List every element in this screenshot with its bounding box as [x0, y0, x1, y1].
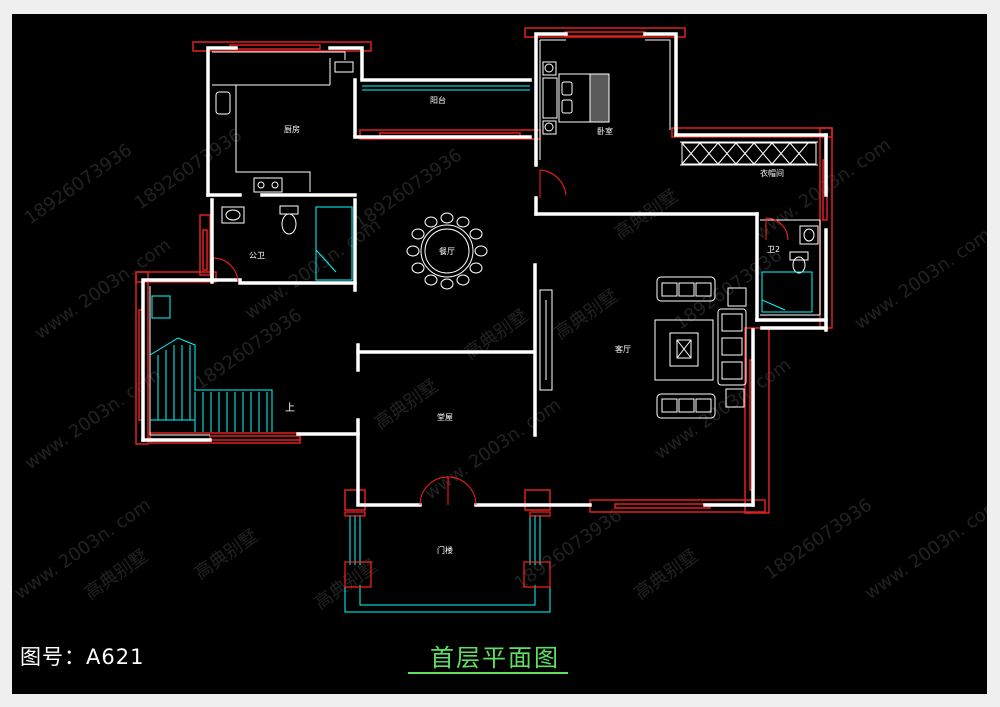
label-cloakroom: 衣帽间 — [760, 168, 784, 178]
watermark-brand: 高典别墅 — [551, 286, 622, 344]
label-bathroom-1: 公卫 — [249, 251, 265, 260]
label-bedroom: 卧室 — [597, 126, 613, 136]
room-labels: 厨房 阳台 卧室 衣帽间 餐厅 公卫 卫2 客厅 堂屋 门楼 上 — [249, 95, 784, 555]
kitchen-counter — [212, 58, 354, 193]
watermark-brand: 高典别墅 — [461, 306, 532, 364]
inner-wall-lines — [149, 39, 821, 436]
label-balcony: 阳台 — [430, 95, 446, 105]
closet-wardrobe — [681, 142, 817, 165]
watermark-site: www. 2003n. com — [651, 355, 795, 465]
floor-plan: 18926073936 18926073936 18926073936 1892… — [12, 27, 987, 614]
balcony-railing — [362, 85, 530, 91]
label-bathroom-2: 卫2 — [767, 245, 780, 254]
dining-table — [406, 212, 488, 290]
watermark-phone: 18926073936 — [511, 505, 626, 594]
label-hall: 堂屋 — [437, 412, 453, 422]
living-furniture — [539, 276, 747, 419]
watermark-phone: 18926073936 — [761, 495, 876, 584]
watermark-site: www. 2003n. com — [31, 235, 175, 345]
watermark-phone: 18926073936 — [21, 140, 136, 229]
watermark-site: www. 2003n. com — [421, 395, 565, 505]
label-stairs-up: 上 — [285, 402, 295, 414]
watermark-brand: 高典别墅 — [631, 546, 702, 604]
staircase — [149, 295, 273, 432]
watermark-brand: 高典别墅 — [191, 526, 262, 584]
watermark-phone: 18926073936 — [131, 125, 246, 214]
label-dining: 餐厅 — [439, 247, 455, 256]
walls — [141, 32, 828, 507]
bed — [542, 61, 610, 135]
label-living: 客厅 — [615, 344, 631, 354]
watermark-brand: 高典别墅 — [371, 376, 442, 434]
bathroom-fixtures — [221, 205, 819, 274]
windows — [135, 27, 833, 514]
porch-structure — [344, 515, 551, 613]
doors — [213, 169, 789, 506]
drawing-title: 首层平面图 — [430, 644, 560, 672]
watermark-site: www. 2003n. com — [861, 495, 987, 605]
watermark-site: www. 2003n. com — [851, 225, 987, 335]
porch-columns — [344, 511, 551, 588]
watermark-site: www. 2003n. com — [241, 215, 385, 325]
label-kitchen: 厨房 — [284, 124, 300, 134]
drawing-number: 图号：A621 — [20, 645, 145, 669]
title-underline — [408, 672, 568, 674]
label-porch: 门楼 — [437, 545, 453, 555]
shower-areas — [315, 206, 813, 313]
drawing-frame: 18926073936 18926073936 18926073936 1892… — [12, 14, 987, 694]
